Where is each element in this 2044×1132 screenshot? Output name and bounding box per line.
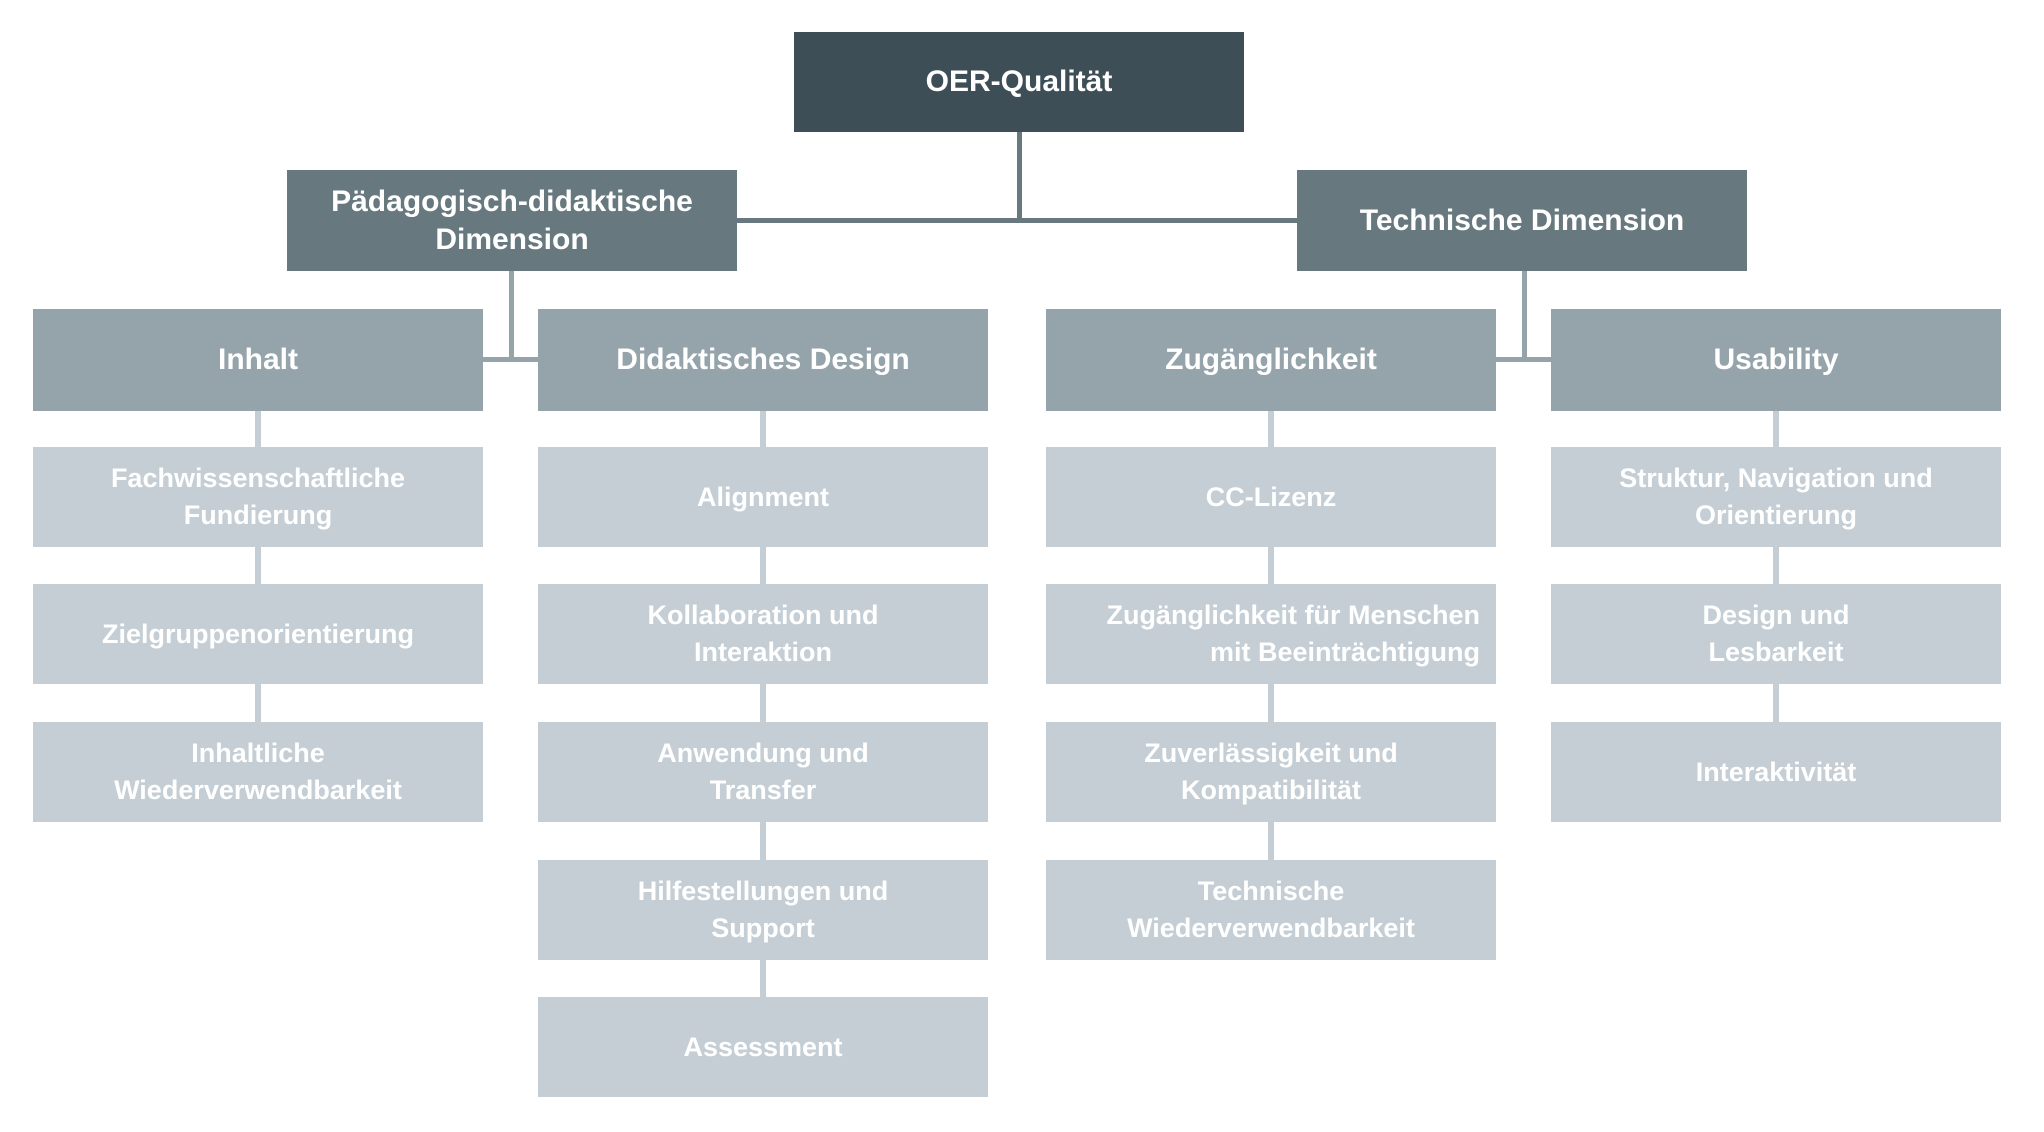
node-label-line: Usability: [1713, 343, 1839, 376]
node-label-line: Kollaboration und: [647, 600, 879, 630]
node-label-line: Assessment: [683, 1031, 843, 1062]
stub-zugaenglichkeit-3: [1268, 822, 1274, 860]
item-technische-wiederverwendbarkeit: Technische Wiederverwendbarkeit: [1046, 860, 1496, 960]
node-label-line: Zuverlässigkeit und: [1144, 738, 1398, 768]
node-inhalt: Inhalt: [33, 309, 483, 411]
stub-zugaenglichkeit-2: [1268, 684, 1274, 722]
node-label-line: Hilfestellungen und: [637, 876, 889, 906]
node-didaktisches-design: Didaktisches Design: [538, 309, 988, 411]
node-label-line: Technische: [1197, 876, 1345, 906]
node-label-line: Lesbarkeit: [1708, 637, 1844, 667]
item-anwendung-und-transfer: Anwendung und Transfer: [538, 722, 988, 822]
node-label-line: Fundierung: [183, 500, 333, 530]
stub-inhalt-1: [255, 547, 261, 584]
node-label-line: Interaktivität: [1695, 756, 1857, 787]
node-oer-qualitaet-label: OER-Qualität: [925, 65, 1113, 98]
node-label-line: Wiederverwendbarkeit: [1127, 913, 1415, 943]
node-label-line: Dimension: [435, 222, 589, 256]
stub-didaktik-0: [760, 411, 766, 447]
node-label-line: Zielgruppenorientierung: [101, 618, 414, 649]
stub-didaktik-1: [760, 547, 766, 584]
stub-inhalt-2: [255, 684, 261, 722]
stub-didaktik-4: [760, 960, 766, 997]
node-label-line: Inhaltliche: [191, 738, 325, 768]
node-label-line: Zugänglichkeit: [1165, 343, 1377, 376]
item-design-und-lesbarkeit: Design und Lesbarkeit: [1551, 584, 2001, 684]
node-label-line: Interaktion: [693, 637, 833, 667]
node-label-line: Orientierung: [1694, 500, 1857, 530]
connector-technisch-drop: [1522, 271, 1527, 362]
stub-didaktik-3: [760, 822, 766, 860]
node-label-line: Didaktisches Design: [616, 343, 910, 376]
item-struktur-navigation-und-orientierung: Struktur, Navigation und Orientierung: [1551, 447, 2001, 547]
stub-usability-1: [1773, 547, 1779, 584]
node-technische-dimension: Technische Dimension: [1297, 170, 1747, 271]
connector-zugaenglichkeit-usability-bar: [1496, 357, 1551, 362]
item-zugaenglichkeit-fuer-menschen-mit-beeintraechtigung: Zugänglichkeit für Menschen mit Beeinträ…: [1046, 584, 1496, 684]
node-paedagogisch-didaktische-dimension: Pädagogisch-didaktische Dimension: [287, 170, 737, 271]
stub-didaktik-2: [760, 684, 766, 722]
node-zugaenglichkeit: Zugänglichkeit: [1046, 309, 1496, 411]
node-oer-qualitaet: OER-Qualität: [794, 32, 1244, 132]
node-label-line: CC-Lizenz: [1205, 481, 1337, 512]
item-hilfestellungen-und-support: Hilfestellungen und Support: [538, 860, 988, 960]
node-label-line: Fachwissenschaftliche: [110, 463, 406, 493]
node-label-line: Wiederverwendbarkeit: [114, 775, 402, 805]
connector-paedagogisch-drop: [509, 271, 514, 362]
node-label-line: Pädagogisch-didaktische: [331, 184, 693, 218]
item-interaktivitaet: Interaktivität: [1551, 722, 2001, 822]
node-label-line: Kompatibilität: [1181, 775, 1361, 805]
node-label-line: mit Beeinträchtigung: [1209, 637, 1480, 667]
node-label-line: Alignment: [697, 481, 829, 512]
item-inhaltliche-wiederverwendbarkeit: Inhaltliche Wiederverwendbarkeit: [33, 722, 483, 822]
item-kollaboration-und-interaktion: Kollaboration und Interaktion: [538, 584, 988, 684]
node-label-line: Zugänglichkeit für Menschen: [1106, 600, 1480, 630]
stub-inhalt-0: [255, 411, 261, 447]
node-label-line: Support: [711, 913, 815, 943]
node-label-line: Technische Dimension: [1359, 203, 1685, 237]
item-zuverlaessigkeit-und-kompatibilitaet: Zuverlässigkeit und Kompatibilität: [1046, 722, 1496, 822]
stub-usability-2: [1773, 684, 1779, 722]
node-label-line: Inhalt: [218, 343, 298, 376]
stub-usability-0: [1773, 411, 1779, 447]
node-usability: Usability: [1551, 309, 2001, 411]
node-label-line: Design und: [1702, 600, 1850, 630]
connector-dimensions-bar: [737, 218, 1297, 223]
node-label-line: Transfer: [709, 775, 817, 805]
node-label-line: Anwendung und: [657, 738, 869, 768]
stub-zugaenglichkeit-1: [1268, 547, 1274, 584]
node-label-line: Struktur, Navigation und: [1619, 463, 1933, 493]
connector-root-drop: [1017, 132, 1022, 223]
item-cc-lizenz: CC-Lizenz: [1046, 447, 1496, 547]
stub-zugaenglichkeit-0: [1268, 411, 1274, 447]
connector-inhalt-didaktik-bar: [483, 357, 538, 362]
item-assessment: Assessment: [538, 997, 988, 1097]
item-zielgruppenorientierung: Zielgruppenorientierung: [33, 584, 483, 684]
item-alignment: Alignment: [538, 447, 988, 547]
item-fachwissenschaftliche-fundierung: Fachwissenschaftliche Fundierung: [33, 447, 483, 547]
